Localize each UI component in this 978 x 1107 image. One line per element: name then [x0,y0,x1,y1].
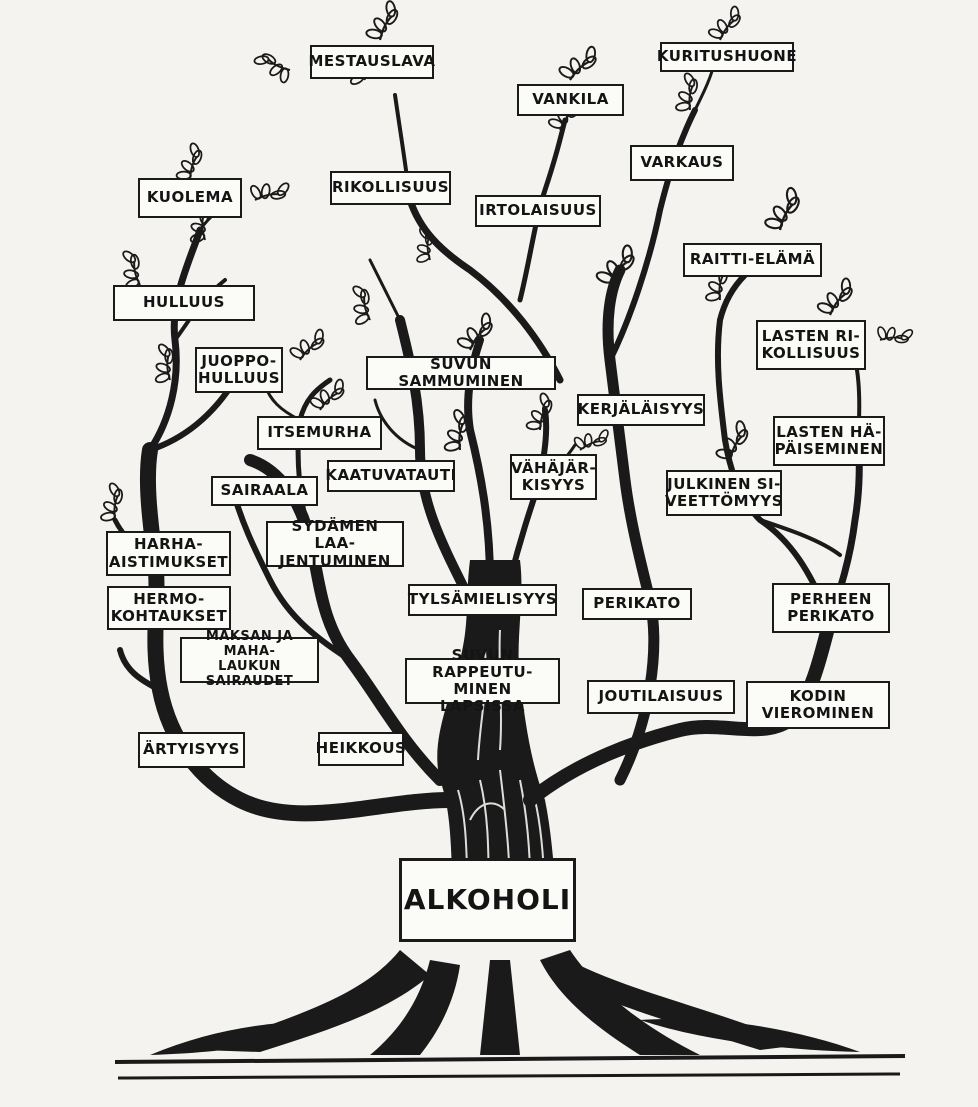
label-heikkous: HEIKKOUS [316,732,406,766]
label-rikollisuus: RIKOLLISUUS [330,171,451,205]
label-kuolema: KUOLEMA [138,178,242,218]
label-sydamen-laajentuminen: SYDÄMEN LAA- JENTUMINEN [266,518,404,569]
label-harha-aistimukset: HARHA- AISTIMUKSET [106,531,231,576]
label-vahajarkisyys: VÄHÄJÄR- KISYYS [510,454,597,500]
label-perikato: PERIKATO [582,588,692,620]
label-maksan-ja-mahalaukun-sairaudet: MAKSAN JA MAHA- LAUKUN SAIRAUDET [180,629,319,689]
label-julkinen-siveettomyys: JULKINEN SI- VEETTÖMYYS [665,470,783,516]
label-mestauslava: MESTAUSLAVA [308,45,435,79]
label-suvun-rappeutuminen-lapsissa: SUVUN RAPPEUTU- MINEN LAPSISSA [405,646,560,715]
label-perheen-perikato: PERHEEN PERIKATO [772,583,890,633]
label-itsemurha: ITSEMURHA [257,416,382,450]
label-suvun-sammuminen: SUVUN SAMMUMINEN [366,355,556,390]
label-artyisyys: ÄRTYISYYS [138,732,245,768]
label-lasten-hapaiseminen: LASTEN HÄ- PÄISEMINEN [773,416,885,466]
label-juoppohulluus: JUOPPO- HULLUUS [195,347,283,393]
label-kaatuvatauti: KAATUVATAUTI [325,460,456,492]
label-irtolaisuus: IRTOLAISUUS [475,195,601,227]
label-vankila: VANKILA [517,84,624,116]
label-tylsamielisyys: TYLSÄMIELISYYS [408,584,557,616]
label-kuritushuone: KURITUSHUONE [657,42,797,72]
label-varkaus: VARKAUS [630,145,734,181]
label-lasten-rikollisuus: LASTEN RI- KOLLISUUS [756,320,866,370]
roots [200,950,800,1055]
label-joutilaisuus: JOUTILAISUUS [587,680,735,714]
label-kodin-vieromine: KODIN VIEROMINEN [746,681,890,729]
label-alkoholi: ALKOHOLI [399,858,576,942]
label-hulluus: HULLUUS [113,285,255,321]
label-raitti-elama: RAITTI-ELÄMÄ [683,243,822,277]
label-sairaala: SAIRAALA [211,476,318,506]
ground-line [114,1054,906,1064]
label-hermokohtaukset: HERMO- KOHTAUKSET [107,586,231,630]
label-kerjalaisyys: KERJÄLÄISYYS [577,394,705,426]
